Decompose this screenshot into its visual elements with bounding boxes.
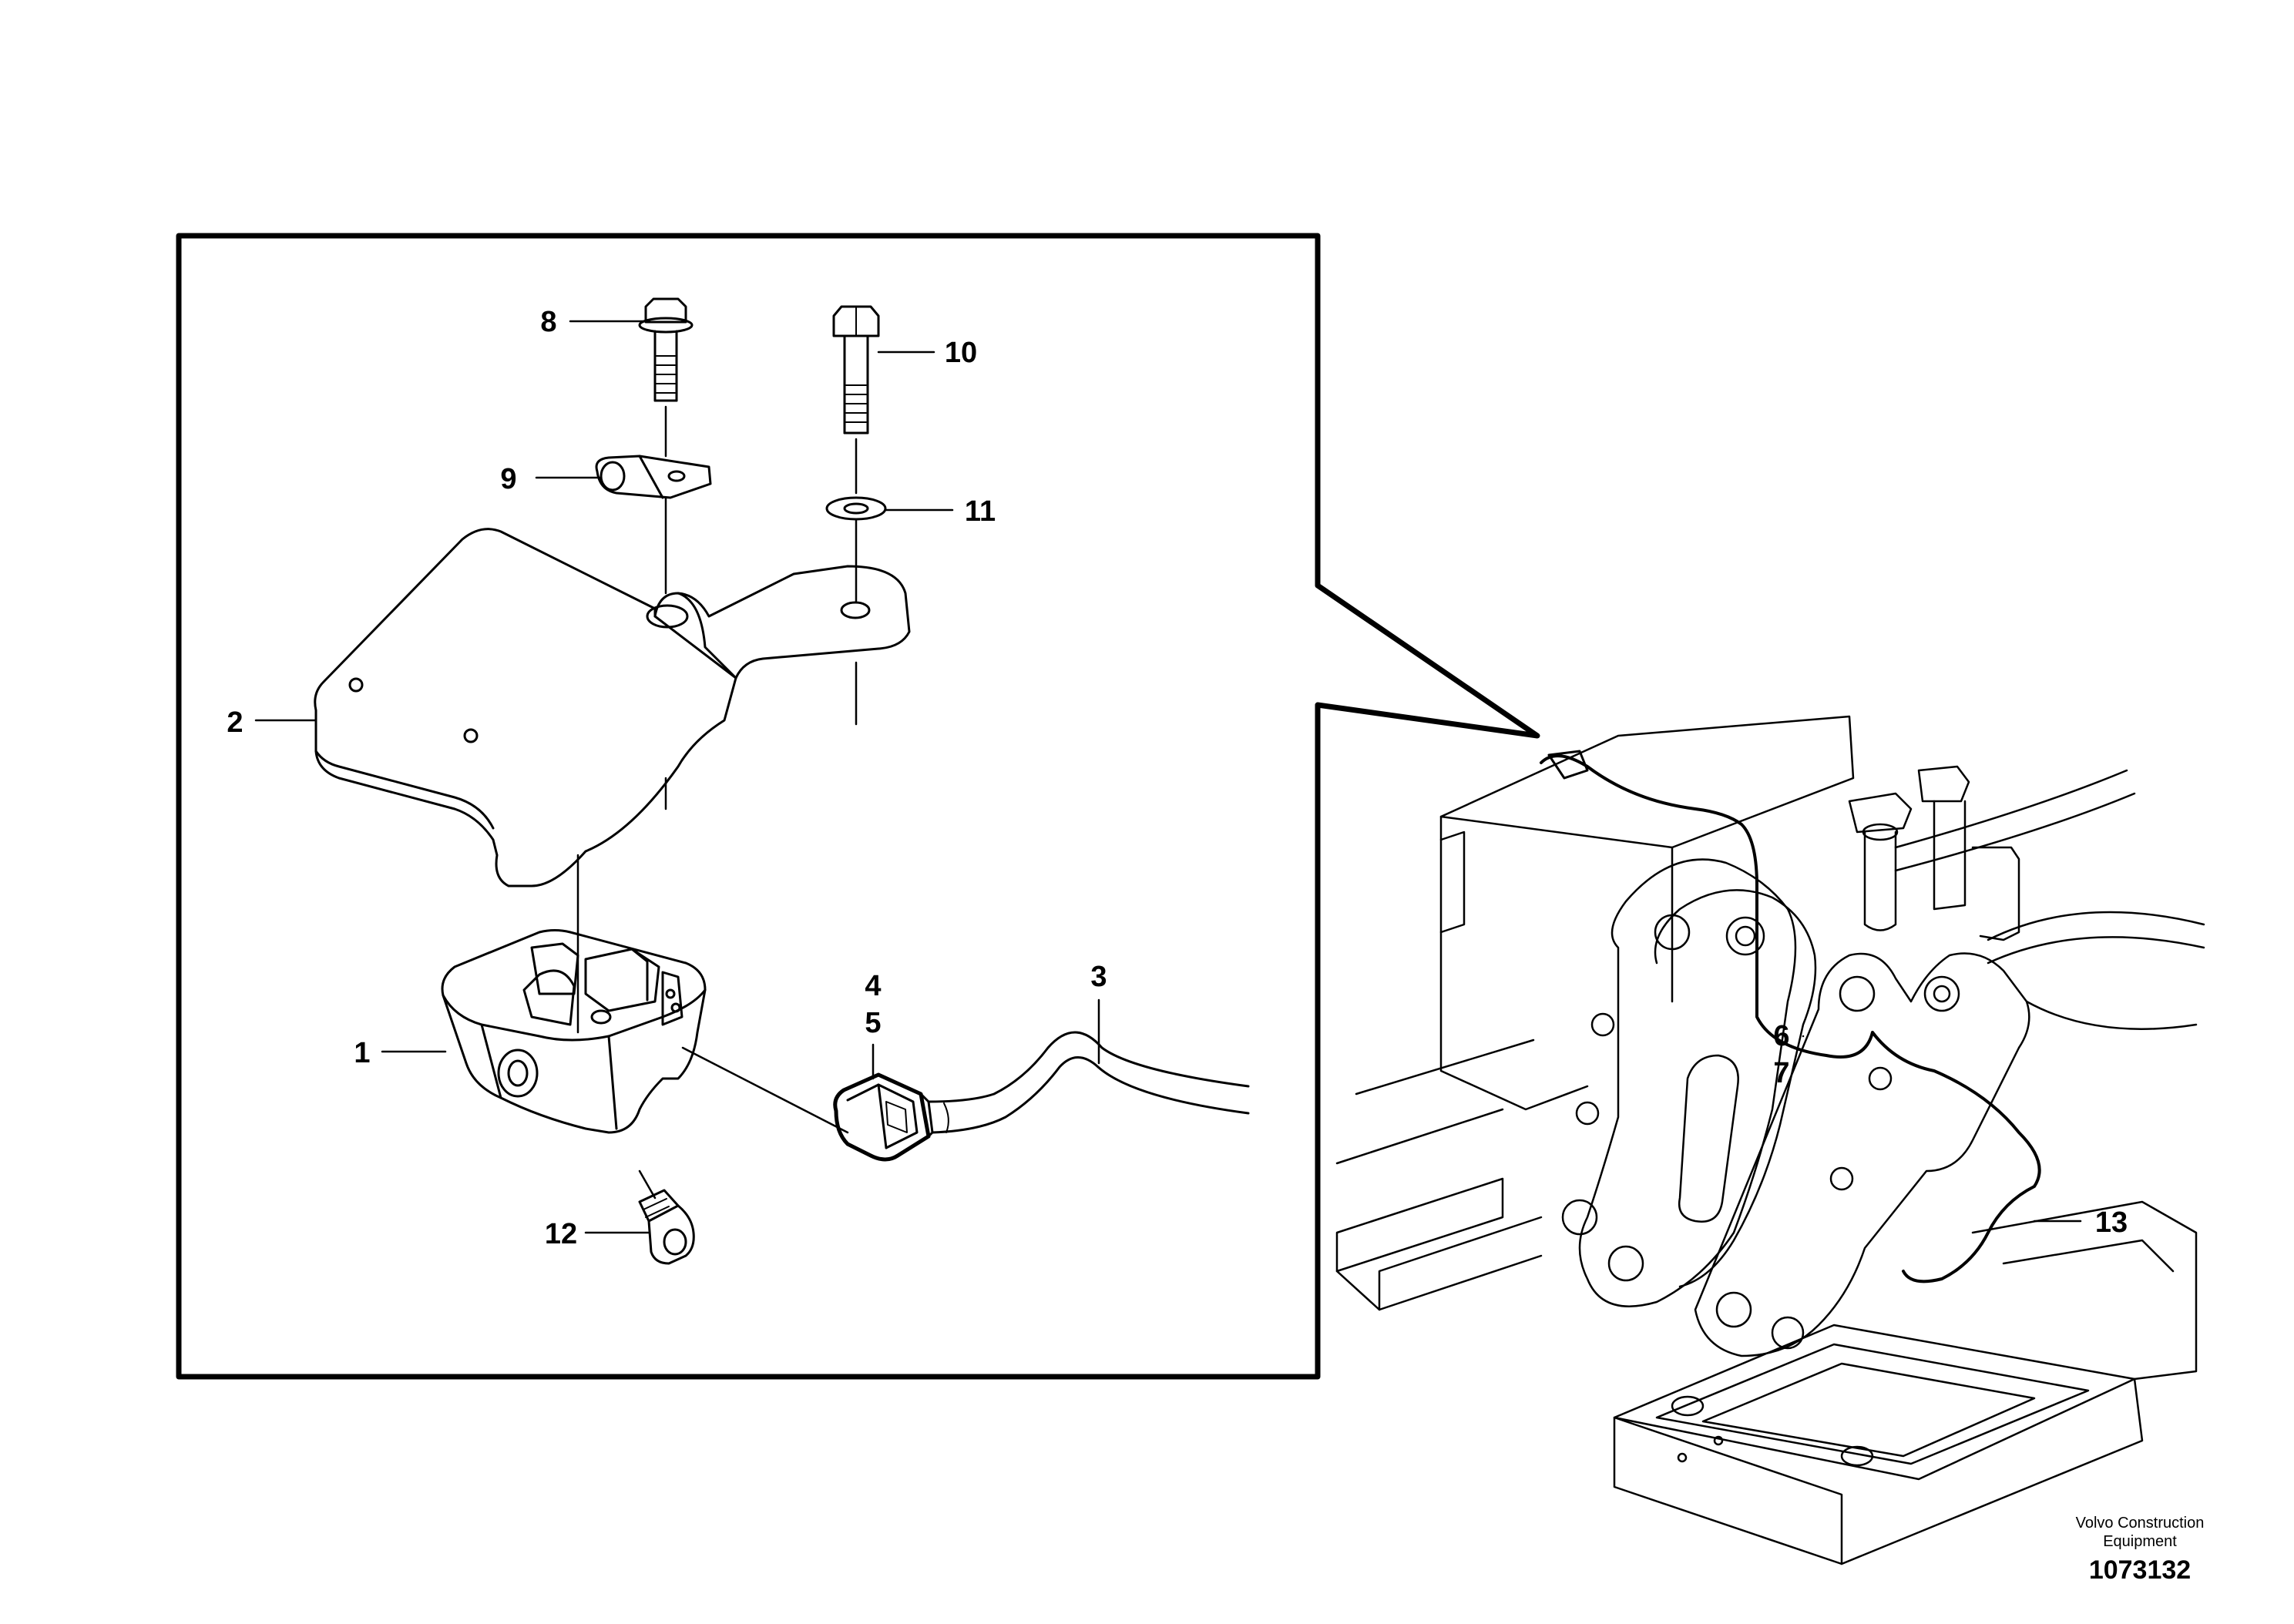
callout-3: 3 <box>1090 961 1107 993</box>
part-2-cover-plate <box>314 528 911 887</box>
part-11-washer <box>825 496 887 521</box>
callout-4: 4 <box>865 970 881 1002</box>
callout-labels: 8 10 9 11 2 3 4 5 1 6 7 12 13 <box>227 306 2128 1250</box>
leader-lines <box>254 320 1100 1234</box>
part-3-cable <box>927 1031 1250 1134</box>
part-1-connector-housing <box>441 929 707 1134</box>
part-10-hex-bolt <box>832 305 880 435</box>
part-12-cap-screw <box>638 1169 695 1265</box>
callout-11: 11 <box>965 495 996 528</box>
machine-context-view <box>1335 715 2205 1565</box>
callout-12: 12 <box>545 1218 577 1250</box>
callout-10: 10 <box>945 337 977 369</box>
callout-1: 1 <box>354 1037 370 1069</box>
company-name-line1: Volvo Construction <box>2075 1515 2205 1532</box>
detail-frame <box>176 233 1540 1380</box>
callout-2: 2 <box>227 706 243 739</box>
callout-8: 8 <box>540 306 556 338</box>
callout-5: 5 <box>865 1007 881 1039</box>
callout-9: 9 <box>500 463 516 495</box>
part-8-flange-bolt <box>638 297 694 402</box>
callout-6: 6 <box>1773 1020 1789 1052</box>
footer-credit: Volvo Construction Equipment 1073132 <box>2047 1514 2232 1585</box>
callout-13: 13 <box>2095 1206 2128 1239</box>
callout-7: 7 <box>1773 1057 1789 1089</box>
part-4-5-connector-plug <box>833 1072 934 1162</box>
part-9-clip <box>595 455 712 499</box>
document-number: 1073132 <box>2088 1555 2192 1585</box>
assembly-lines <box>576 405 858 1134</box>
company-name-line2: Equipment <box>2103 1533 2177 1550</box>
